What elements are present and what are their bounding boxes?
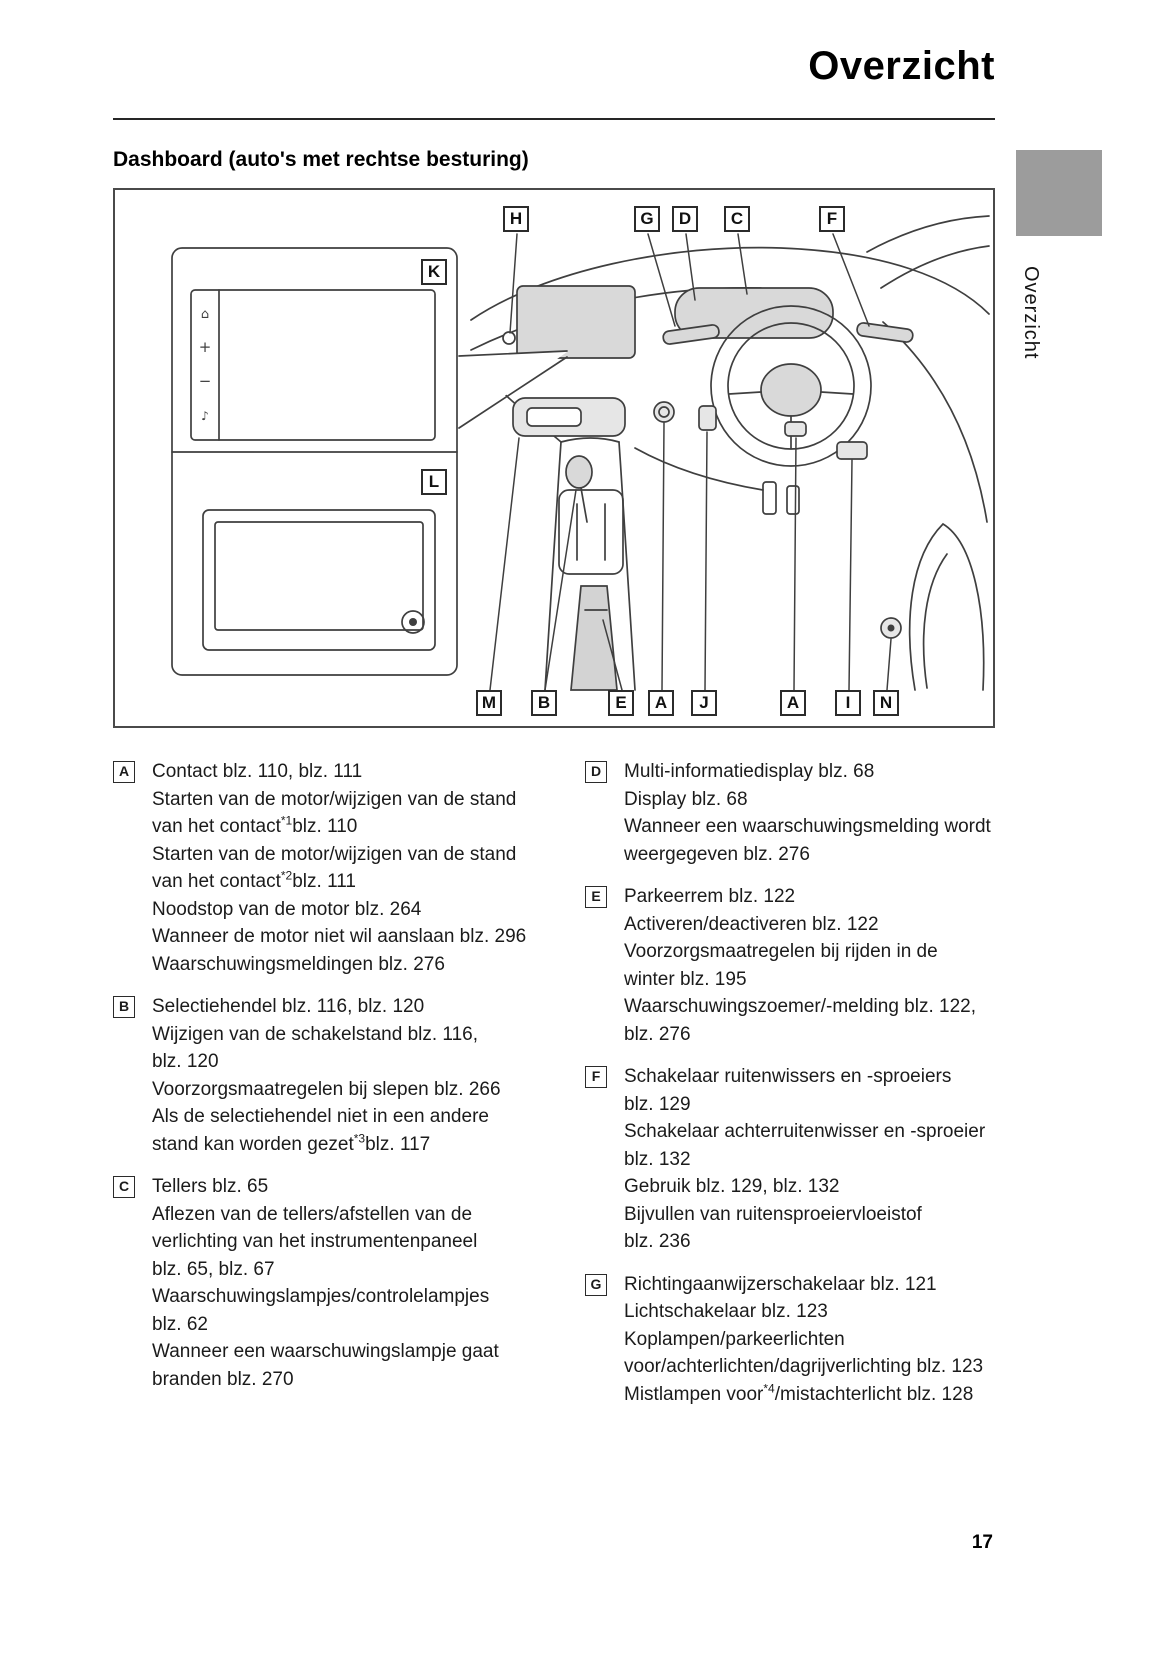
legend-entry: Starten van de motor/wijzigen van de sta… [152,843,517,893]
seat-outline [908,522,985,691]
legend-entry: Wanneer de motor niet wil aanslaan blz. … [152,926,527,947]
legend-entry: Aflezen van de tellers/afstellen van de … [152,1203,478,1280]
legend-entry: Parkeerrem blz. 122 [624,886,796,907]
legend-item-letter: E [585,886,607,908]
legend-entry: Voorzorgsmaatregelen bij rijden in de wi… [624,941,938,990]
legend-item-letter: D [585,761,607,783]
callout-G: G [634,206,660,232]
center-console [544,437,636,691]
page-number: 17 [971,1532,993,1553]
multimedia-screen [190,289,436,441]
page-title: Overzicht [808,44,995,88]
lower-switch-panel [836,441,868,460]
page-content: Overzicht Dashboard (auto's met rechtse … [113,0,995,1553]
legend-entry: Wijzigen van de schakelstand blz. 116, b… [152,1023,478,1073]
legend-entry: Wanneer een waarschuwingslampje gaat bra… [152,1341,499,1390]
title-rule [113,118,995,120]
callout-H: H [503,206,529,232]
legend-item-letter: G [585,1273,607,1296]
legend-item-F: F Schakelaar ruitenwissers en -sproeiers … [585,1063,992,1256]
legend-item-letter: F [585,1066,607,1088]
callout-K: K [421,259,447,285]
legend-entry: Schakelaar achterruitenwisser en -sproei… [624,1121,986,1170]
legend-item-C: C Tellers blz. 65 Aflezen van de tellers/a… [113,1173,537,1393]
legend-entry: Koplampen/parkeerlichten voor/achterlich… [624,1328,984,1378]
callout-J: J [691,690,717,716]
section-tab-label: Overzicht [1020,266,1042,360]
volume-knob [401,610,425,634]
legend-item-letter: A [113,761,135,783]
legend-item-letter: C [113,1176,135,1198]
headlight-leveling-dial [880,617,902,639]
legend-entry: Richtingaanwijzerschakelaar blz. 121 [624,1273,937,1295]
callout-F: F [819,206,845,232]
dashboard-illustration: ⌂ + − ♪ [171,215,990,691]
legend-entry: Wanneer een waarschuwingsmelding wordt w… [624,816,991,865]
legend-entry: Noodstop van de motor blz. 264 [152,898,422,920]
legend-entry: Gebruik blz. 129, blz. 132 [624,1176,840,1197]
callout-M: M [476,690,502,716]
legend-entry: Starten van de motor/wijzigen van de sta… [152,788,517,838]
legend-entry: Mistlampen voor*4/mistachterlicht blz. 1… [624,1381,974,1405]
steering-wheel [710,305,872,467]
legend-item-letter: B [113,996,135,1018]
callout-D: D [672,206,698,232]
legend-entry: Tellers blz. 65 [152,1176,269,1197]
callout-C: C [724,206,750,232]
callout-A1: A [648,690,674,716]
wiper-stalk [856,322,914,343]
section-tab [1016,150,1102,236]
legend-entry: Bijvullen van ruitensproeiervloeistof bl… [624,1203,922,1253]
legend-entry: Schakelaar ruitenwissers en -sproeiers b… [624,1066,952,1115]
sensor-dot [502,331,516,345]
engine-start-button [653,401,675,423]
parking-brake-lever [570,585,618,691]
legend-entry: Waarschuwingsmeldingen blz. 276 [152,953,445,975]
legend-entry: Contact blz. 110, blz. 111 [152,761,363,782]
gear-selector [565,455,593,523]
legend-entry: Selectiehendel blz. 116, blz. 120 [152,996,425,1017]
callout-B: B [531,690,557,716]
center-display [516,285,636,359]
legend-item-D: D Multi-informatiedisplay blz. 68 Display … [585,758,992,868]
callout-A2: A [780,690,806,716]
legend-entry: Voorzorgsmaatregelen bij slepen blz. 266 [152,1078,501,1100]
minus-icon: − [199,372,212,390]
callout-pointer-lines [489,233,892,691]
legend-entry: Lichtschakelaar blz. 123 [624,1301,828,1322]
indicator-stalk [662,324,720,345]
callout-E: E [608,690,634,716]
dashboard-diagram: ⌂ + − ♪ H G D C F K L M B E A J A I N [113,188,995,728]
inset-pointer-wedge [459,352,567,428]
section-heading: Dashboard (auto's met rechtse besturing) [113,148,529,171]
legend-entry: Activeren/deactiveren blz. 122 [624,913,879,935]
legend-entry: Display blz. 68 [624,788,748,810]
legend-entry: Multi-informatiedisplay blz. 68 [624,761,875,782]
audio-screen [202,509,436,651]
callout-I: I [835,690,861,716]
column-switch [698,405,717,431]
legend-entry: Als de selectiehendel niet in een andere… [152,1106,489,1155]
key-cylinder [784,421,807,437]
media-icon: ♪ [201,409,209,423]
legend-col-right: D Multi-informatiedisplay blz. 68 Display … [585,758,992,1423]
home-icon: ⌂ [201,307,209,322]
plus-icon: + [199,338,212,356]
legend-entry: Waarschuwingszoemer/-melding blz. 122, b… [624,996,977,1045]
callout-L: L [421,469,447,495]
callout-N: N [873,690,899,716]
legend-entry: Waarschuwingslampjes/controlelampjes blz… [152,1286,490,1335]
pedals [762,481,800,515]
screen-icons: ⌂ + − ♪ [199,307,212,423]
vent-button-panel [512,397,626,437]
